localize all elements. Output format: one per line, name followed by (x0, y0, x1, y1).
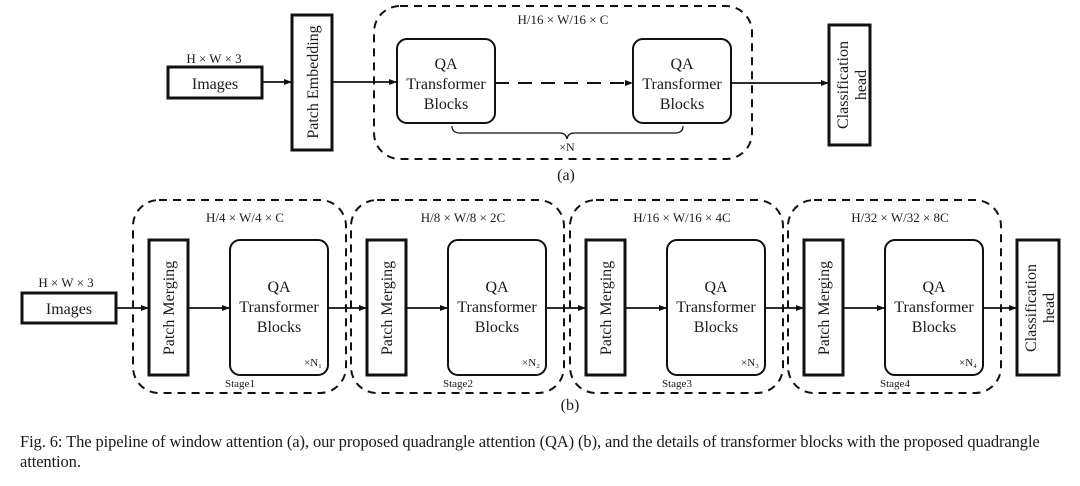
patch-merging-label: Patch Merging (816, 261, 833, 355)
diagram-a: H × W × 3 Images Patch Embedding H/16 × … (166, 5, 872, 184)
qa-block-last (632, 38, 732, 124)
qa-block-first-line3: Blocks (424, 96, 468, 113)
stage-group: H/32 × W/32 × 8C Patch Merging QA Transform… (765, 199, 1002, 394)
images-box (166, 65, 264, 100)
stage-region (132, 199, 347, 394)
qa-block-last-line3: Blocks (660, 96, 704, 113)
qa-block-line2: Transformer (894, 299, 974, 316)
qa-block-line2: Transformer (457, 299, 537, 316)
classification-head-box-b (1015, 238, 1061, 377)
figure-caption: Fig. 6: The pipeline of window attention… (20, 432, 1040, 471)
stage-label: Stage2 (443, 378, 473, 390)
repeat-count-label: ×N₁ (304, 357, 322, 369)
qa-block-line3: Blocks (257, 319, 301, 336)
qa-block-first-line2: Transformer (406, 76, 486, 93)
stage-region (569, 199, 784, 394)
repeat-label: ×N (559, 140, 575, 154)
patch-embedding-box (290, 13, 334, 152)
stages-container: H/4 × W/4 × C Patch Merging QA TransformerB… (116, 199, 1017, 394)
qa-block-line3: Blocks (694, 319, 738, 336)
qa-block-line1: QA (704, 279, 728, 296)
patch-embedding-label: Patch Embedding (305, 25, 322, 138)
repeat-brace (451, 125, 684, 140)
stage-group: H/16 × W/16 × 4C Patch Merging QA Transform… (546, 199, 784, 394)
diagram-b: H × W × 3 Images H/4 × W/4 × C Patch Merg… (20, 199, 1061, 414)
repeat-count-label: ×N₄ (959, 357, 977, 369)
classification-head-b-line2: head (1041, 293, 1058, 323)
patch-merging-box (802, 238, 845, 377)
qa-block-first (396, 38, 496, 124)
qa-block-last-line1: QA (670, 56, 694, 73)
classification-head-b-line1: Classification (1023, 264, 1040, 352)
patch-merging-box (584, 238, 627, 377)
qa-block-line2: Transformer (676, 299, 756, 316)
stage-label: Stage3 (662, 378, 692, 390)
stage-group: H/8 × W/8 × 2C Patch Merging QA Transformer… (328, 199, 565, 394)
images-box-b (20, 291, 118, 325)
stage-dims-label: H/4 × W/4 × C (206, 210, 284, 225)
input-dims-label: H × W × 3 (186, 51, 241, 66)
stage-label: Stage1 (225, 378, 255, 390)
stage-region (350, 199, 565, 394)
input-dims-label-b: H × W × 3 (38, 275, 93, 290)
stage-region (787, 199, 1002, 394)
patch-merging-label: Patch Merging (161, 261, 178, 355)
qa-block-first-line1: QA (434, 56, 458, 73)
patch-merging-box (147, 238, 190, 377)
stage-dims-label: H/32 × W/32 × 8C (851, 210, 948, 225)
subfigure-label-a: (a) (557, 167, 575, 184)
patch-merging-box (365, 238, 408, 377)
images-label-b: Images (46, 301, 92, 318)
patch-merging-label: Patch Merging (379, 261, 396, 355)
window-dims-label: H/16 × W/16 × C (518, 12, 609, 27)
qa-block-line1: QA (485, 279, 509, 296)
images-label: Images (192, 76, 238, 93)
classification-head-line2: head (853, 70, 870, 100)
stage-dims-label: H/16 × W/16 × 4C (633, 210, 730, 225)
stage-group: H/4 × W/4 × C Patch Merging QA TransformerB… (116, 199, 347, 394)
classification-head-line1: Classification (835, 41, 852, 129)
qa-block-line1: QA (267, 279, 291, 296)
stage-dims-label: H/8 × W/8 × 2C (421, 210, 505, 225)
patch-merging-label: Patch Merging (598, 261, 615, 355)
repeat-count-label: ×N₂ (522, 357, 540, 369)
subfigure-label-b: (b) (561, 397, 580, 414)
qa-block-line3: Blocks (912, 319, 956, 336)
repeat-count-label: ×N₃ (741, 357, 759, 369)
qa-block-last-line2: Transformer (642, 76, 722, 93)
qa-block-line1: QA (922, 279, 946, 296)
qa-block-line3: Blocks (475, 319, 519, 336)
stage-label: Stage4 (880, 378, 910, 390)
classification-head-box (827, 23, 872, 147)
qa-block-line2: Transformer (239, 299, 319, 316)
